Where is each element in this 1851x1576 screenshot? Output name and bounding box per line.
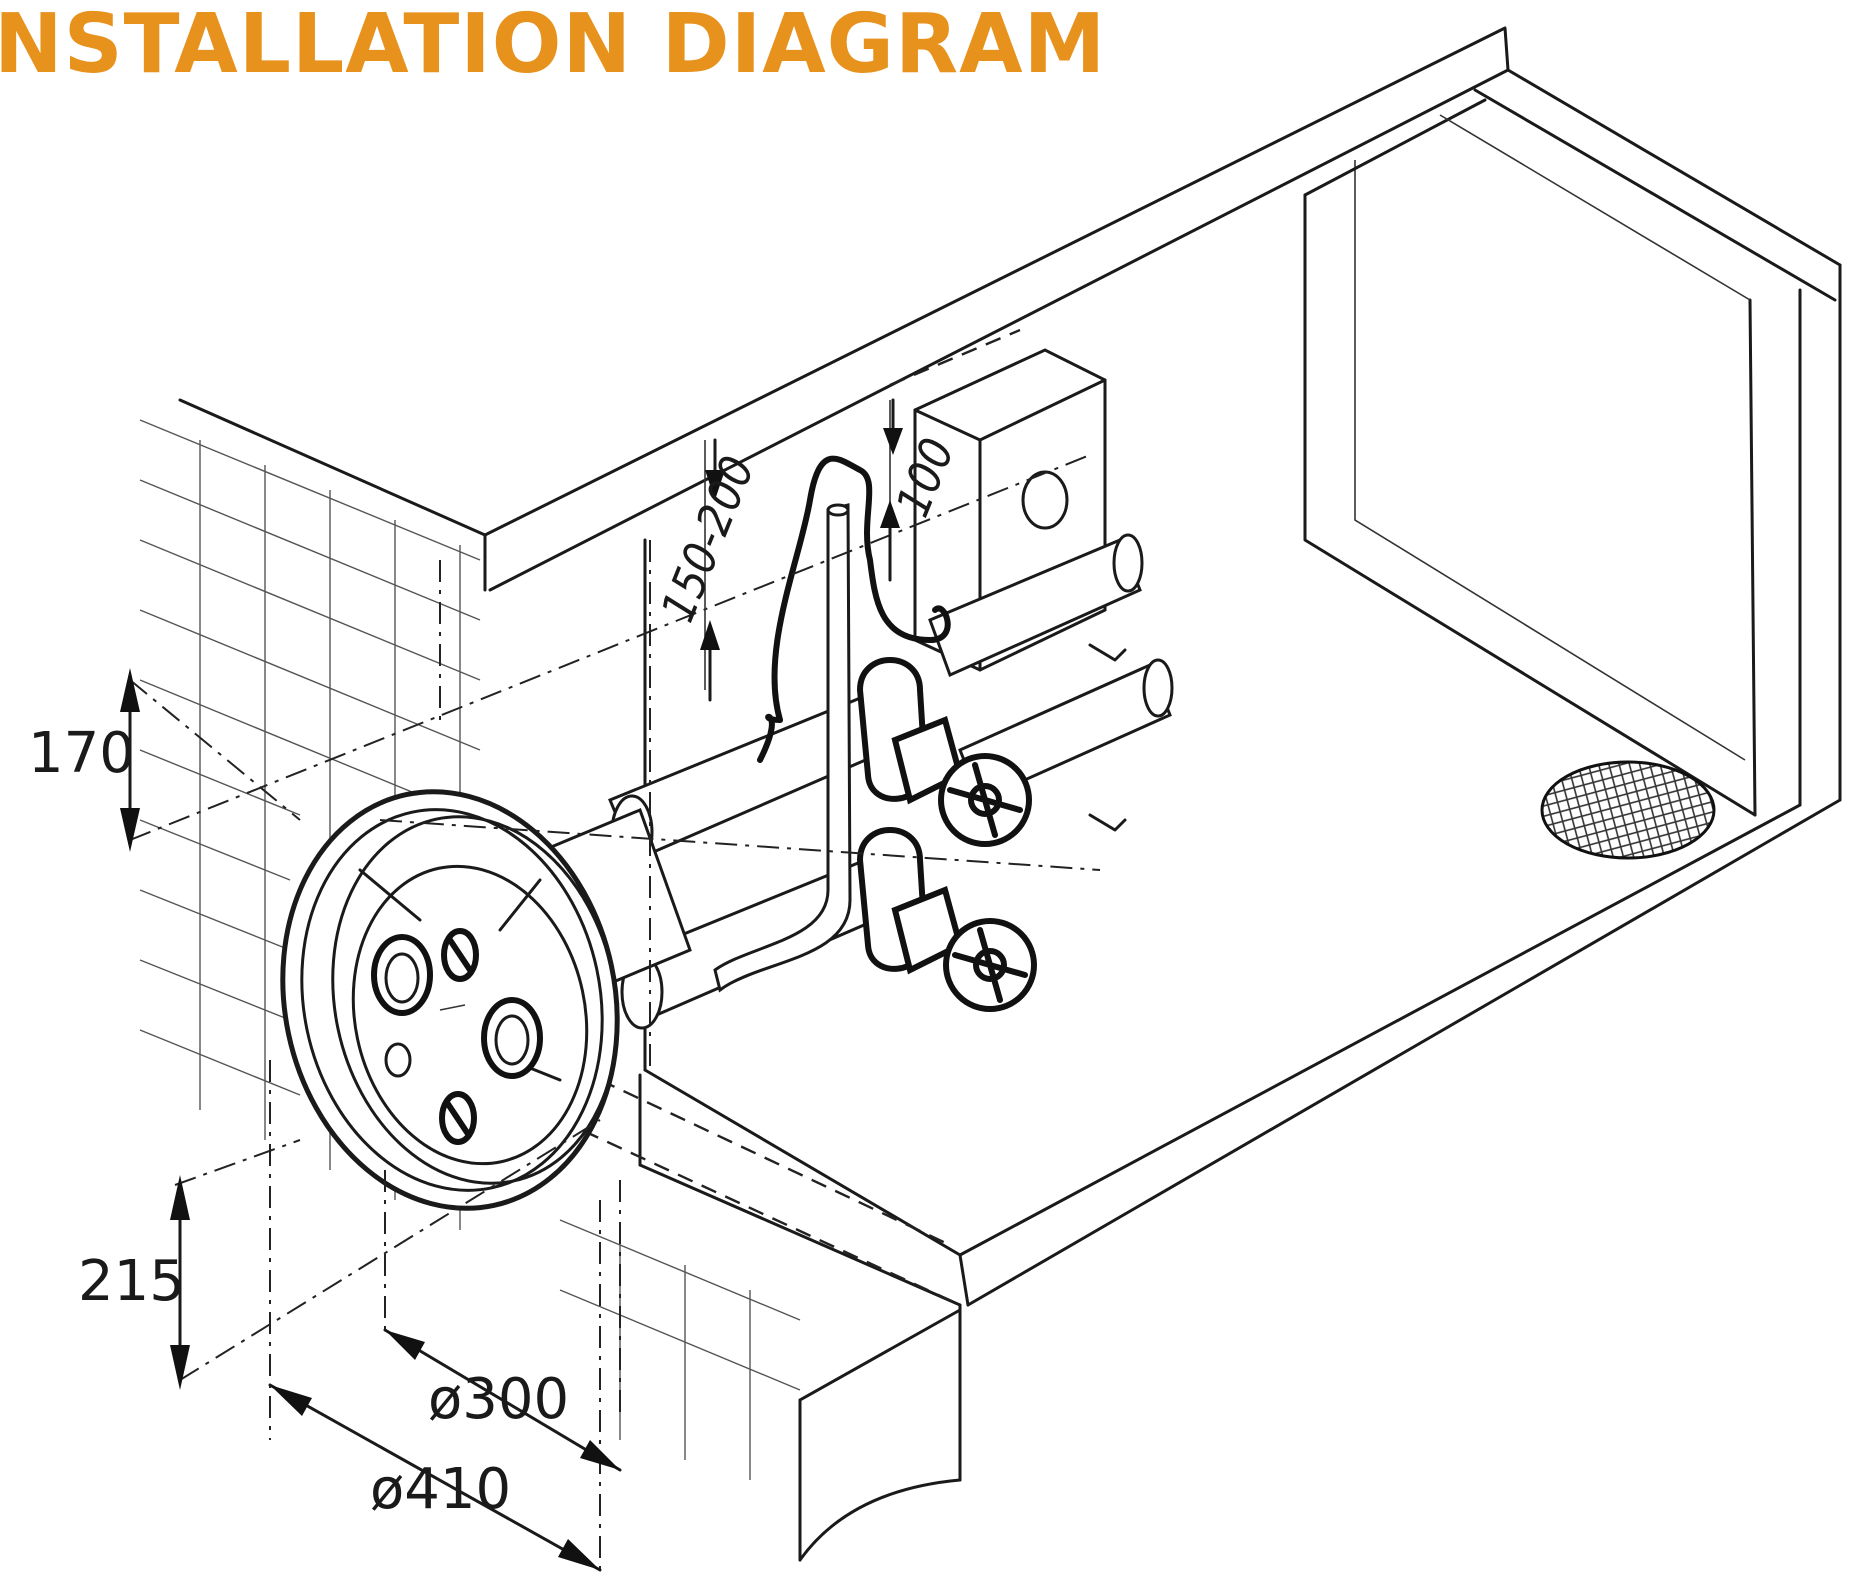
jet-nozzle bbox=[280, 789, 620, 1211]
pool-structure bbox=[178, 26, 1842, 1562]
page-title: NSTALLATION DIAGRAM bbox=[0, 0, 1107, 92]
drain-grate bbox=[1540, 760, 1716, 860]
dim-410: ø410 bbox=[370, 1457, 511, 1522]
dimension-lines bbox=[120, 398, 1101, 1572]
tiled-wall bbox=[139, 419, 801, 1480]
dim-300: ø300 bbox=[428, 1367, 569, 1432]
dim-150-200: 150-200 bbox=[650, 449, 765, 630]
pipework bbox=[518, 455, 1174, 1030]
dimension-labels: 170 215 ø300 ø410 150-200 100 bbox=[28, 431, 965, 1522]
dim-170: 170 bbox=[28, 721, 135, 786]
dim-215: 215 bbox=[78, 1249, 185, 1314]
